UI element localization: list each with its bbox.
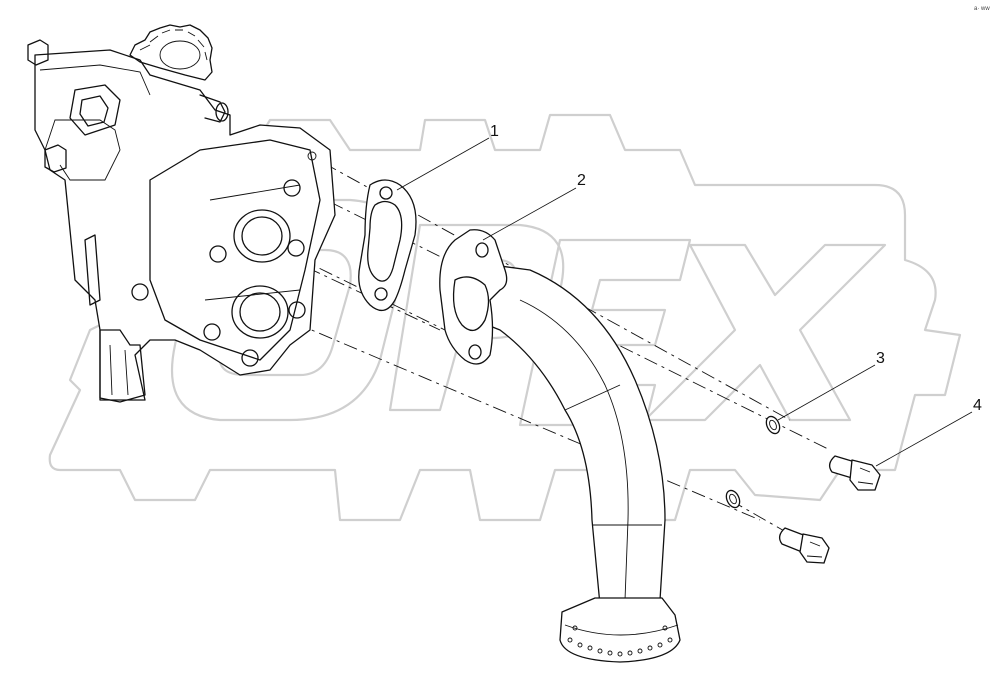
part-1-gasket	[358, 179, 417, 312]
callout-3: 3	[777, 350, 885, 421]
pump-body	[34, 49, 336, 401]
washer-lower	[725, 489, 741, 509]
corner-mark: a· ww	[974, 6, 990, 12]
oil-pump-assembly	[27, 24, 336, 403]
callout-2: 2	[482, 172, 586, 241]
part-4-bolts	[778, 455, 881, 564]
callout-1: 1	[396, 123, 499, 191]
bolt-lower	[778, 527, 830, 564]
callout-4-label: 4	[973, 397, 982, 414]
pipe-body	[449, 259, 666, 606]
lower-port	[231, 285, 289, 339]
part-2-suction-pipe	[439, 229, 681, 663]
upper-port	[233, 209, 291, 263]
bolt-upper	[828, 455, 881, 491]
washer-upper	[765, 415, 781, 435]
callout-3-label: 3	[876, 350, 885, 367]
callout-4: 4	[875, 397, 982, 467]
callout-2-label: 2	[577, 172, 586, 189]
part-3-washers	[725, 415, 781, 509]
watermark-gear-outline	[48, 113, 962, 522]
callout-1-label: 1	[490, 123, 499, 140]
pipe-flange	[439, 229, 508, 365]
drive-gear	[129, 24, 213, 81]
